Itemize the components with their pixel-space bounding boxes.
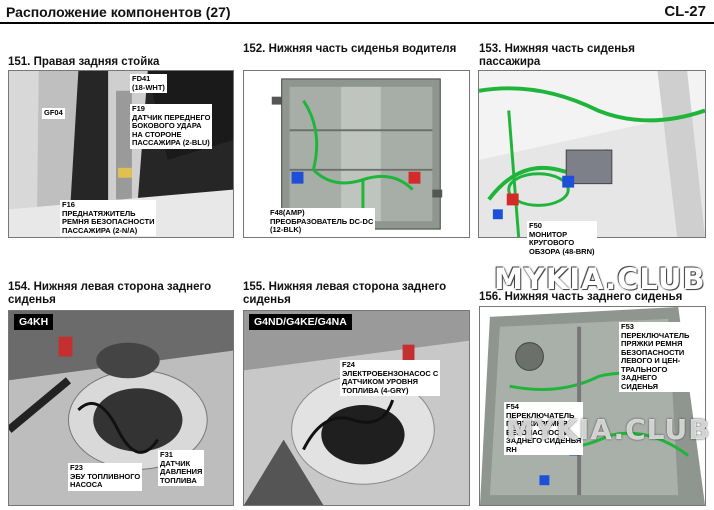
watermark-bottom: MYKIA.CLUB [506,413,711,446]
caption-154: 154. Нижняя левая сторона заднего сидень… [8,281,212,306]
caption-155: 155. Нижняя левая сторона заднего сидень… [243,281,447,306]
caption-156: 156. Нижняя часть заднего сиденья [479,291,683,303]
engine-tag-155: G4ND/G4KE/G4NA [249,314,352,330]
label-fd41: FD41(18-WHT) [130,74,167,93]
watermark-top: MYKIA.CLUB [494,262,706,296]
caption-151: 151. Правая задняя стойка [8,56,160,68]
label-f48: F48(AMP)ПРЕОБРАЗОВАТЕЛЬ DC-DC(12-BLK) [268,208,376,236]
page-title: Расположение компонентов (27) [6,4,231,20]
photo-155-left-rear-seat-underside-g4nd [243,310,470,506]
page-header: Расположение компонентов (27) CL-27 [0,0,714,24]
page-code: CL-27 [664,3,706,20]
label-gf04: GF04 [42,108,65,119]
photo-153-passenger-seat-underside [478,70,706,238]
caption-152: 152. Нижняя часть сиденья водителя [243,43,457,55]
caption-153: 153. Нижняя часть сиденья пассажира [479,43,635,68]
engine-tag-154: G4KH [14,314,54,330]
